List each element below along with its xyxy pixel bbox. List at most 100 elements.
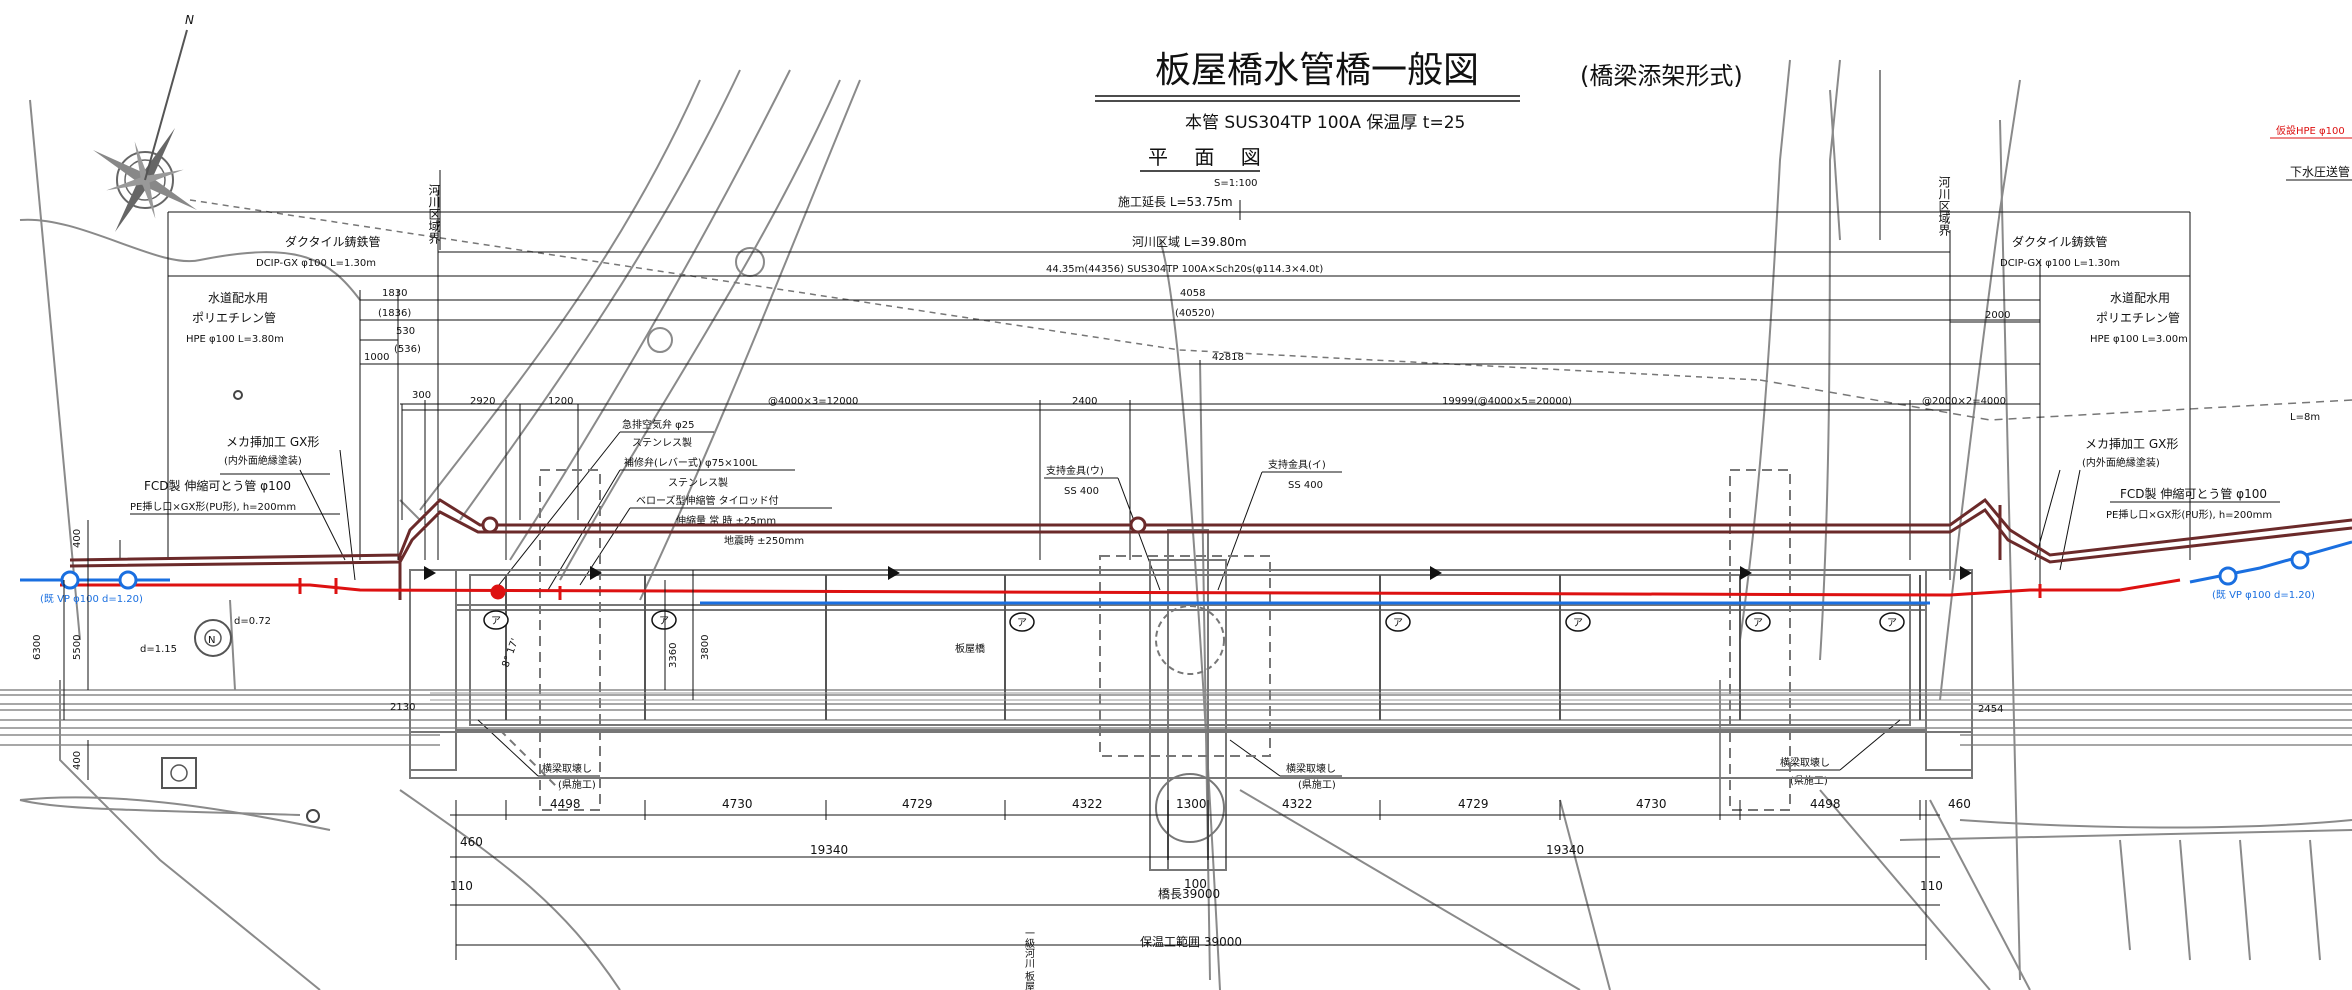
bridge-name: 板屋橋	[955, 642, 985, 655]
dim-40520: (40520)	[1175, 308, 1215, 319]
hdim-2454: 2454	[1978, 704, 2003, 715]
span-2920: 2920	[470, 396, 495, 407]
depth-115: d=1.15	[140, 644, 177, 655]
bellows-label: ベローズ型伸縮管 タイロッド付	[636, 494, 779, 507]
bdim-4322a: 4322	[1072, 797, 1103, 811]
bridge-structure	[409, 469, 1973, 871]
depth-072: d=0.72	[234, 616, 271, 627]
left-pe-label: PE挿し口×GX形(PU形), h=200mm	[130, 500, 296, 513]
right-poly-spec: HPE φ100 L=3.00m	[2090, 334, 2188, 345]
support-i-label: 支持金具(イ)	[1268, 458, 1326, 471]
support-marker: ア	[491, 616, 501, 627]
manhole-label: N	[208, 635, 215, 646]
removal-3b: (県施工)	[1790, 774, 1828, 787]
bdim-4322b: 4322	[1282, 797, 1313, 811]
bottom-dimension-text: 4498 4730 4729 4322 1300 4322 4729 4730 …	[450, 797, 1971, 990]
span-1200: 1200	[548, 396, 573, 407]
dim-536: (536)	[394, 344, 421, 355]
top-dimension-text: 施工延長 L=53.75m 河川区域 L=39.80m 44.35m(44356…	[364, 195, 2010, 401]
bdim-4730b: 4730	[1636, 797, 1667, 811]
pipe-flags	[424, 566, 1972, 580]
right-ductile-label: ダクタイル鋳鉄管	[2012, 234, 2108, 249]
existing-map-lines	[19, 59, 2352, 990]
right-pe-label: PE挿し口×GX形(PU形), h=200mm	[2106, 508, 2272, 521]
removal-1b: (県施工)	[558, 778, 596, 791]
support-marker: ア	[659, 616, 669, 627]
quake-label: 地震時 ±250mm	[724, 534, 804, 547]
support-u-spec: SS 400	[1064, 486, 1099, 497]
bdim-4498b: 4498	[1810, 797, 1841, 811]
right-poly-label-2: ポリエチレン管	[2096, 310, 2180, 325]
left-ductile-spec: DCIP-GX φ100 L=1.30m	[256, 258, 376, 269]
left-mech-label: メカ挿加工 GX形	[226, 435, 319, 449]
support-u-label: 支持金具(ウ)	[1046, 464, 1104, 477]
existing-box-circle	[170, 764, 188, 782]
bdim-110a: 110	[450, 879, 473, 893]
vdim-3800: 3800	[700, 635, 711, 660]
angle-label: 8° 17'	[500, 637, 521, 669]
pipe-length-spec: 44.35m(44356) SUS304TP 100A×Sch20s(φ114.…	[1046, 264, 1323, 275]
span-20000: 19999(@4000×5=20000)	[1442, 396, 1572, 407]
existing-manhole	[204, 629, 222, 647]
north-label: N	[185, 13, 194, 27]
support-marker: ア	[1753, 618, 1763, 629]
left-mech-label-2: (内外面絶縁塗装)	[224, 454, 302, 467]
vertical-dims	[63, 520, 694, 780]
bdim-4730a: 4730	[722, 797, 753, 811]
left-ductile-label: ダクタイル鋳鉄管	[285, 234, 381, 249]
river-boundary-label-right: 河川区域界	[1937, 176, 1951, 237]
support-i-spec: SS 400	[1288, 480, 1323, 491]
existing-box	[161, 757, 197, 789]
bottom-dimension-lines	[450, 800, 1940, 960]
hdim-2130: 2130	[390, 702, 415, 713]
support-marker: ア	[1887, 618, 1897, 629]
dim-2000: 2000	[1985, 310, 2010, 321]
support-markers: ア ア ア ア ア ア ア	[483, 610, 1905, 632]
left-fcd-label: FCD製 伸縮可とう管 φ100	[144, 478, 291, 493]
upper-pipe	[69, 497, 2352, 600]
right-mech-label: メカ挿加工 GX形	[2085, 437, 2178, 451]
dashed-boundary	[189, 199, 1761, 381]
top-dimension-lines	[167, 190, 2191, 590]
right-mech-label-2: (内外面絶縁塗装)	[2082, 456, 2160, 469]
vdim-400b: 400	[72, 751, 83, 770]
plan-view-label: 平 面 図	[1148, 145, 1271, 169]
river-zone-length: 河川区域 L=39.80m	[1132, 235, 1247, 249]
dim-1000: 1000	[364, 352, 389, 363]
right-ductile-spec: DCIP-GX φ100 L=1.30m	[2000, 258, 2120, 269]
vertical-dim-text: 400 5500 6300 400 3360 3800 8° 17' 2130 …	[32, 529, 2003, 770]
construction-length: 施工延長 L=53.75m	[1118, 195, 1233, 209]
existing-manhole	[194, 619, 232, 657]
span-dimension-text: 2920 1200 @4000×3=12000 2400 19999(@4000…	[470, 396, 2006, 407]
support-marker: ア	[1017, 618, 1027, 629]
pipe-spec: 本管 SUS304TP 100A 保温厚 t=25	[1185, 113, 1465, 133]
title-block: 板屋橋水管橋一般図 (橋梁添架形式) 本管 SUS304TP 100A 保温厚 …	[1095, 50, 1743, 189]
river-boundary-left: 河川区域界	[427, 170, 441, 250]
scale-label: S=1:100	[1214, 178, 1258, 189]
temp-hpe-label: 仮設HPE φ100	[2276, 124, 2345, 137]
right-fcd-label: FCD製 伸縮可とう管 φ100	[2120, 486, 2267, 501]
stainless-label-1: ステンレス製	[632, 436, 692, 449]
vdim-3360: 3360	[668, 643, 679, 668]
bdim-460a: 460	[460, 835, 483, 849]
support-marker: ア	[1393, 618, 1403, 629]
bdim-4729b: 4729	[1458, 797, 1489, 811]
river-name: 一級河川 板屋川	[1023, 928, 1035, 990]
right-poly-label-1: 水道配水用	[2110, 291, 2170, 305]
right-existing-vp: (既 VP φ100 d=1.20)	[2212, 589, 2315, 601]
bdim-4729a: 4729	[902, 797, 933, 811]
pole-marker	[306, 809, 320, 823]
bdim-110b: 110	[1920, 879, 1943, 893]
removal-1: 横梁取壊し	[542, 762, 592, 775]
dim-1830: 1830	[382, 288, 407, 299]
left-annotations: ダクタイル鋳鉄管 DCIP-GX φ100 L=1.30m 水道配水用 ポリエチ…	[130, 234, 381, 581]
bdim-4498a: 4498	[550, 797, 581, 811]
vdim-400a: 400	[72, 529, 83, 548]
cross-beams	[505, 575, 1921, 720]
dim-1836: (1836)	[378, 308, 411, 319]
pole-marker	[233, 390, 243, 400]
dim-530: 530	[396, 326, 415, 337]
left-poly-label-2: ポリエチレン管	[192, 310, 276, 325]
existing-blue-pipe	[20, 540, 2352, 605]
